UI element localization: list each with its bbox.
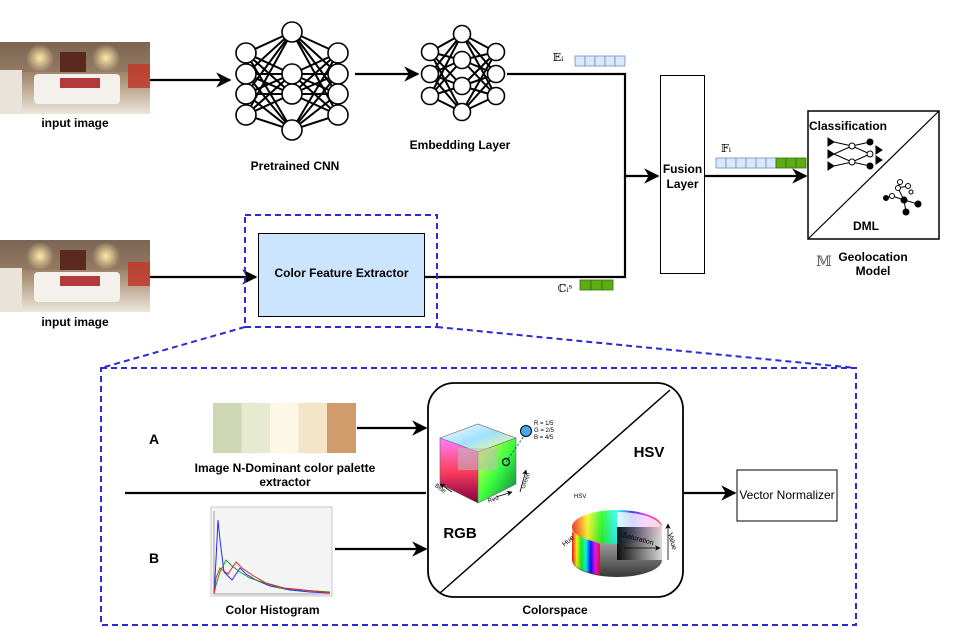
palette-extractor-label-line2: extractor [259,475,311,489]
hsv-cylinder [572,510,671,577]
color-feature-extractor-box [258,233,425,317]
embedding-layer-label: Embedding Layer [409,138,511,152]
fused-vector-symbol: 𝔽ᵢ [720,142,732,155]
rgb-cube [439,423,532,504]
hsv-mini-title: HSV [574,494,587,500]
palette-swatch [270,403,299,453]
palette-swatch [213,403,242,453]
fusion-layer-label-line1: Fusion [662,162,703,176]
colorspace-divider [439,389,671,594]
label-a: A [148,431,160,447]
geolocation-label-line2: Model [855,264,891,278]
classification-label: Classification [808,119,888,133]
pretrained-cnn-label: Pretrained CNN [250,159,340,173]
color-histogram-plot [210,506,333,597]
extractor-highlight-dashed [244,214,438,328]
color-feature-extractor-label: Color Feature Extractor [274,266,409,280]
input-image-1 [0,42,150,114]
rgb-readout-g: G = 2/5 [534,428,554,434]
fused-vector [715,157,807,169]
embedding-vector-symbol: 𝔼ᵢ [552,51,564,64]
palette-swatch [241,403,271,453]
vector-normalizer-box [736,469,838,522]
classification-icon [827,137,883,171]
model-symbol: 𝕄 [816,254,832,270]
arrow-embedding-to-fusion [507,72,660,184]
fusion-layer-box [660,75,705,274]
detail-panel-dashed [100,367,857,626]
palette-swatch [327,403,356,453]
zoom-line-left [100,326,246,369]
input-image-2 [0,240,150,312]
geolocation-divider [807,110,940,240]
input-image-1-label: input image [41,116,109,130]
label-b: B [148,550,160,566]
hsv-label: HSV [633,444,665,461]
fusion-layer-label-line2: Layer [666,177,699,191]
dml-icon [883,179,922,216]
palette-swatch [298,403,328,453]
colorspace-label: Colorspace [522,603,588,617]
rgb-readout-b: B = 4/5 [534,435,554,441]
palette-extractor-label-line1: Image N-Dominant color palette [194,461,376,475]
geolocation-label-line1: Geolocation [838,250,908,264]
color-palette-strip [213,403,356,453]
pretrained-cnn-network [235,21,349,141]
vector-normalizer-label: Vector Normalizer [739,488,835,502]
embedding-layer-network [420,24,506,122]
arrow-extractor-to-fusion [425,176,627,279]
color-vector [579,279,614,291]
embedding-vector [574,55,626,67]
rgb-readout-r: R = 1/5 [534,421,554,427]
zoom-line-right [436,326,857,369]
color-histogram-label: Color Histogram [225,603,320,617]
dml-label: DML [853,219,879,233]
color-vector-symbol: ℂᵢˢ [557,282,573,295]
input-image-2-label: input image [41,315,109,329]
rgb-label: RGB [443,525,477,542]
